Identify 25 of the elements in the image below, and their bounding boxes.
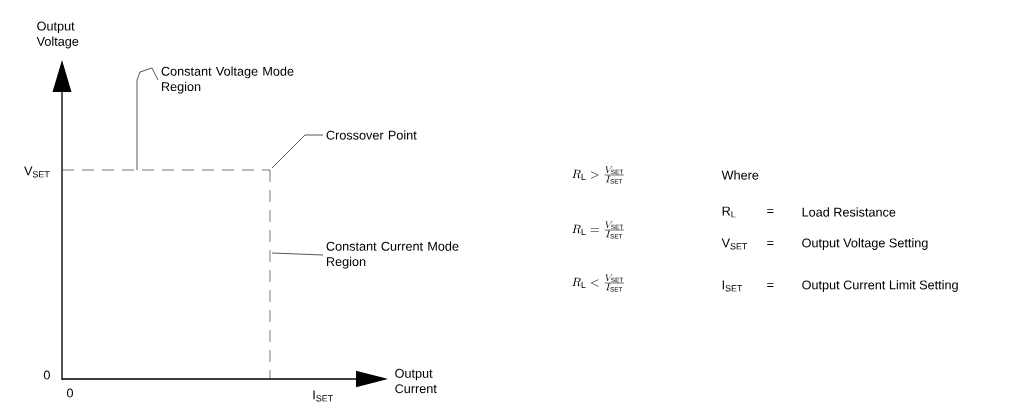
legend-heading: Where (721, 170, 759, 180)
tick-label: 0 (67, 388, 74, 398)
symbol: R$_{L}$ (722, 206, 736, 218)
equals-sign: = (767, 240, 774, 245)
equals-sign: = (767, 208, 774, 213)
definition: Output Current Limit Setting (802, 280, 958, 292)
symbol: V$_{SET}$ (721, 238, 748, 250)
tick-label: 0 (43, 370, 50, 380)
region-label: Constant Voltage Mode Region (161, 66, 294, 94)
equals-sign: = (767, 282, 774, 287)
axis-label: Output Voltage (36, 21, 79, 49)
symbol: I$_{SET}$ (722, 280, 743, 292)
formula: $R_{\mathrm{L}} = \frac{V_{\mathrm{SET}}}{I_{\mathrm{SET}}}$ (572, 221, 624, 239)
axis-label: Output Current (395, 368, 437, 394)
leader-line (271, 252, 324, 256)
tick-label: V$_{SET}$ (24, 166, 50, 178)
formula: $R_{\mathrm{L}} > \frac{V_{\mathrm{SET}}}{I_{\mathrm{SET}}}$ (572, 166, 624, 184)
tick-label: I$_{SET}$ (313, 390, 333, 402)
leader-line (136, 67, 159, 171)
leader-line (271, 134, 324, 169)
definition: Output Voltage Setting (802, 238, 928, 250)
region-label: Crossover Point (326, 130, 417, 140)
definition: Load Resistance (802, 207, 896, 217)
region-label: Constant Current Mode Region (326, 241, 459, 269)
formula: $R_{\mathrm{L}} < \frac{V_{\mathrm{SET}}}{I_{\mathrm{SET}}}$ (572, 274, 624, 292)
